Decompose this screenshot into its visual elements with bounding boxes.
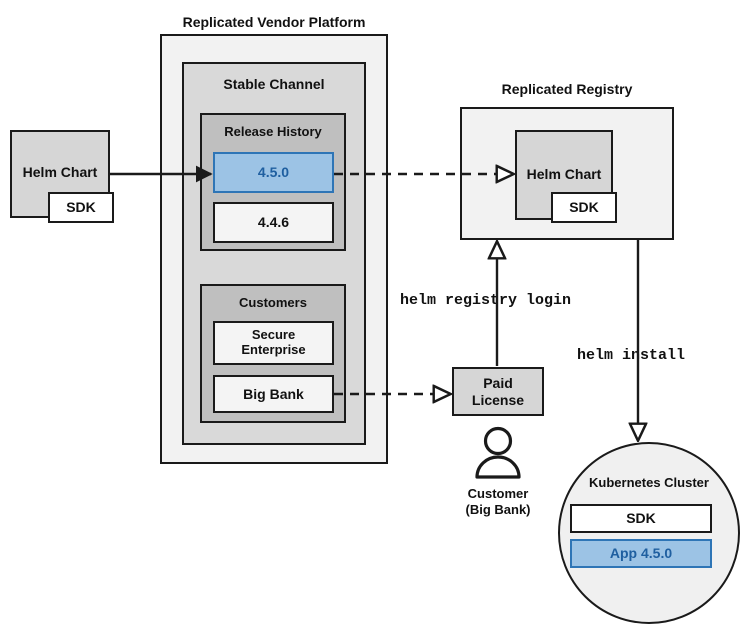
vendor-platform-title: Replicated Vendor Platform xyxy=(182,14,366,30)
customer-big-bank-box[interactable]: Big Bank xyxy=(213,375,334,413)
customers-label: Customers xyxy=(239,295,307,310)
paid-license-label-line1: Paid xyxy=(483,375,513,392)
paid-license-label-line2: License xyxy=(471,391,525,408)
customer-caption-line2: (Big Bank) xyxy=(465,502,531,518)
customer-caption-line1: Customer xyxy=(467,486,529,501)
stable-channel-label: Stable Channel xyxy=(223,76,325,92)
kubernetes-cluster-circle xyxy=(558,442,740,624)
registry-helm-chart-label: Helm Chart xyxy=(526,166,602,182)
cluster-app-box: App 4.5.0 xyxy=(570,539,712,568)
release-4-4-6-label: 4.4.6 xyxy=(257,214,290,231)
release-4-5-0-label: 4.5.0 xyxy=(257,164,290,181)
kubernetes-cluster-label: Kubernetes Cluster xyxy=(589,475,709,490)
helm-chart-source-sdk-label: SDK xyxy=(66,199,96,216)
helm-chart-source-sdk-box: SDK xyxy=(48,192,114,223)
cluster-sdk-box: SDK xyxy=(570,504,712,533)
replicated-registry-title: Replicated Registry xyxy=(501,81,633,97)
customer-caption: Customer (Big Bank) xyxy=(430,486,566,519)
helm-install-command: helm install xyxy=(577,347,686,364)
release-history-label: Release History xyxy=(224,124,322,139)
customer-secure-enterprise-box[interactable]: Secure Enterprise xyxy=(213,321,334,365)
helm-registry-login-command: helm registry login xyxy=(400,292,572,309)
release-4-4-6-box[interactable]: 4.4.6 xyxy=(213,202,334,243)
cluster-sdk-label: SDK xyxy=(626,510,656,527)
paid-license-box: Paid License xyxy=(452,367,544,416)
customer-big-bank-label: Big Bank xyxy=(243,385,304,402)
registry-helm-chart-sdk-box: SDK xyxy=(551,192,617,223)
customer-secure-enterprise-label-line2: Enterprise xyxy=(241,342,306,357)
helm-chart-source-label: Helm Chart xyxy=(22,164,98,180)
customer-secure-enterprise-label-line1: Secure xyxy=(251,327,296,343)
cluster-app-label: App 4.5.0 xyxy=(609,545,673,562)
release-4-5-0-box[interactable]: 4.5.0 xyxy=(213,152,334,193)
customer-person-icon xyxy=(475,426,521,479)
registry-helm-chart-sdk-label: SDK xyxy=(569,199,599,216)
